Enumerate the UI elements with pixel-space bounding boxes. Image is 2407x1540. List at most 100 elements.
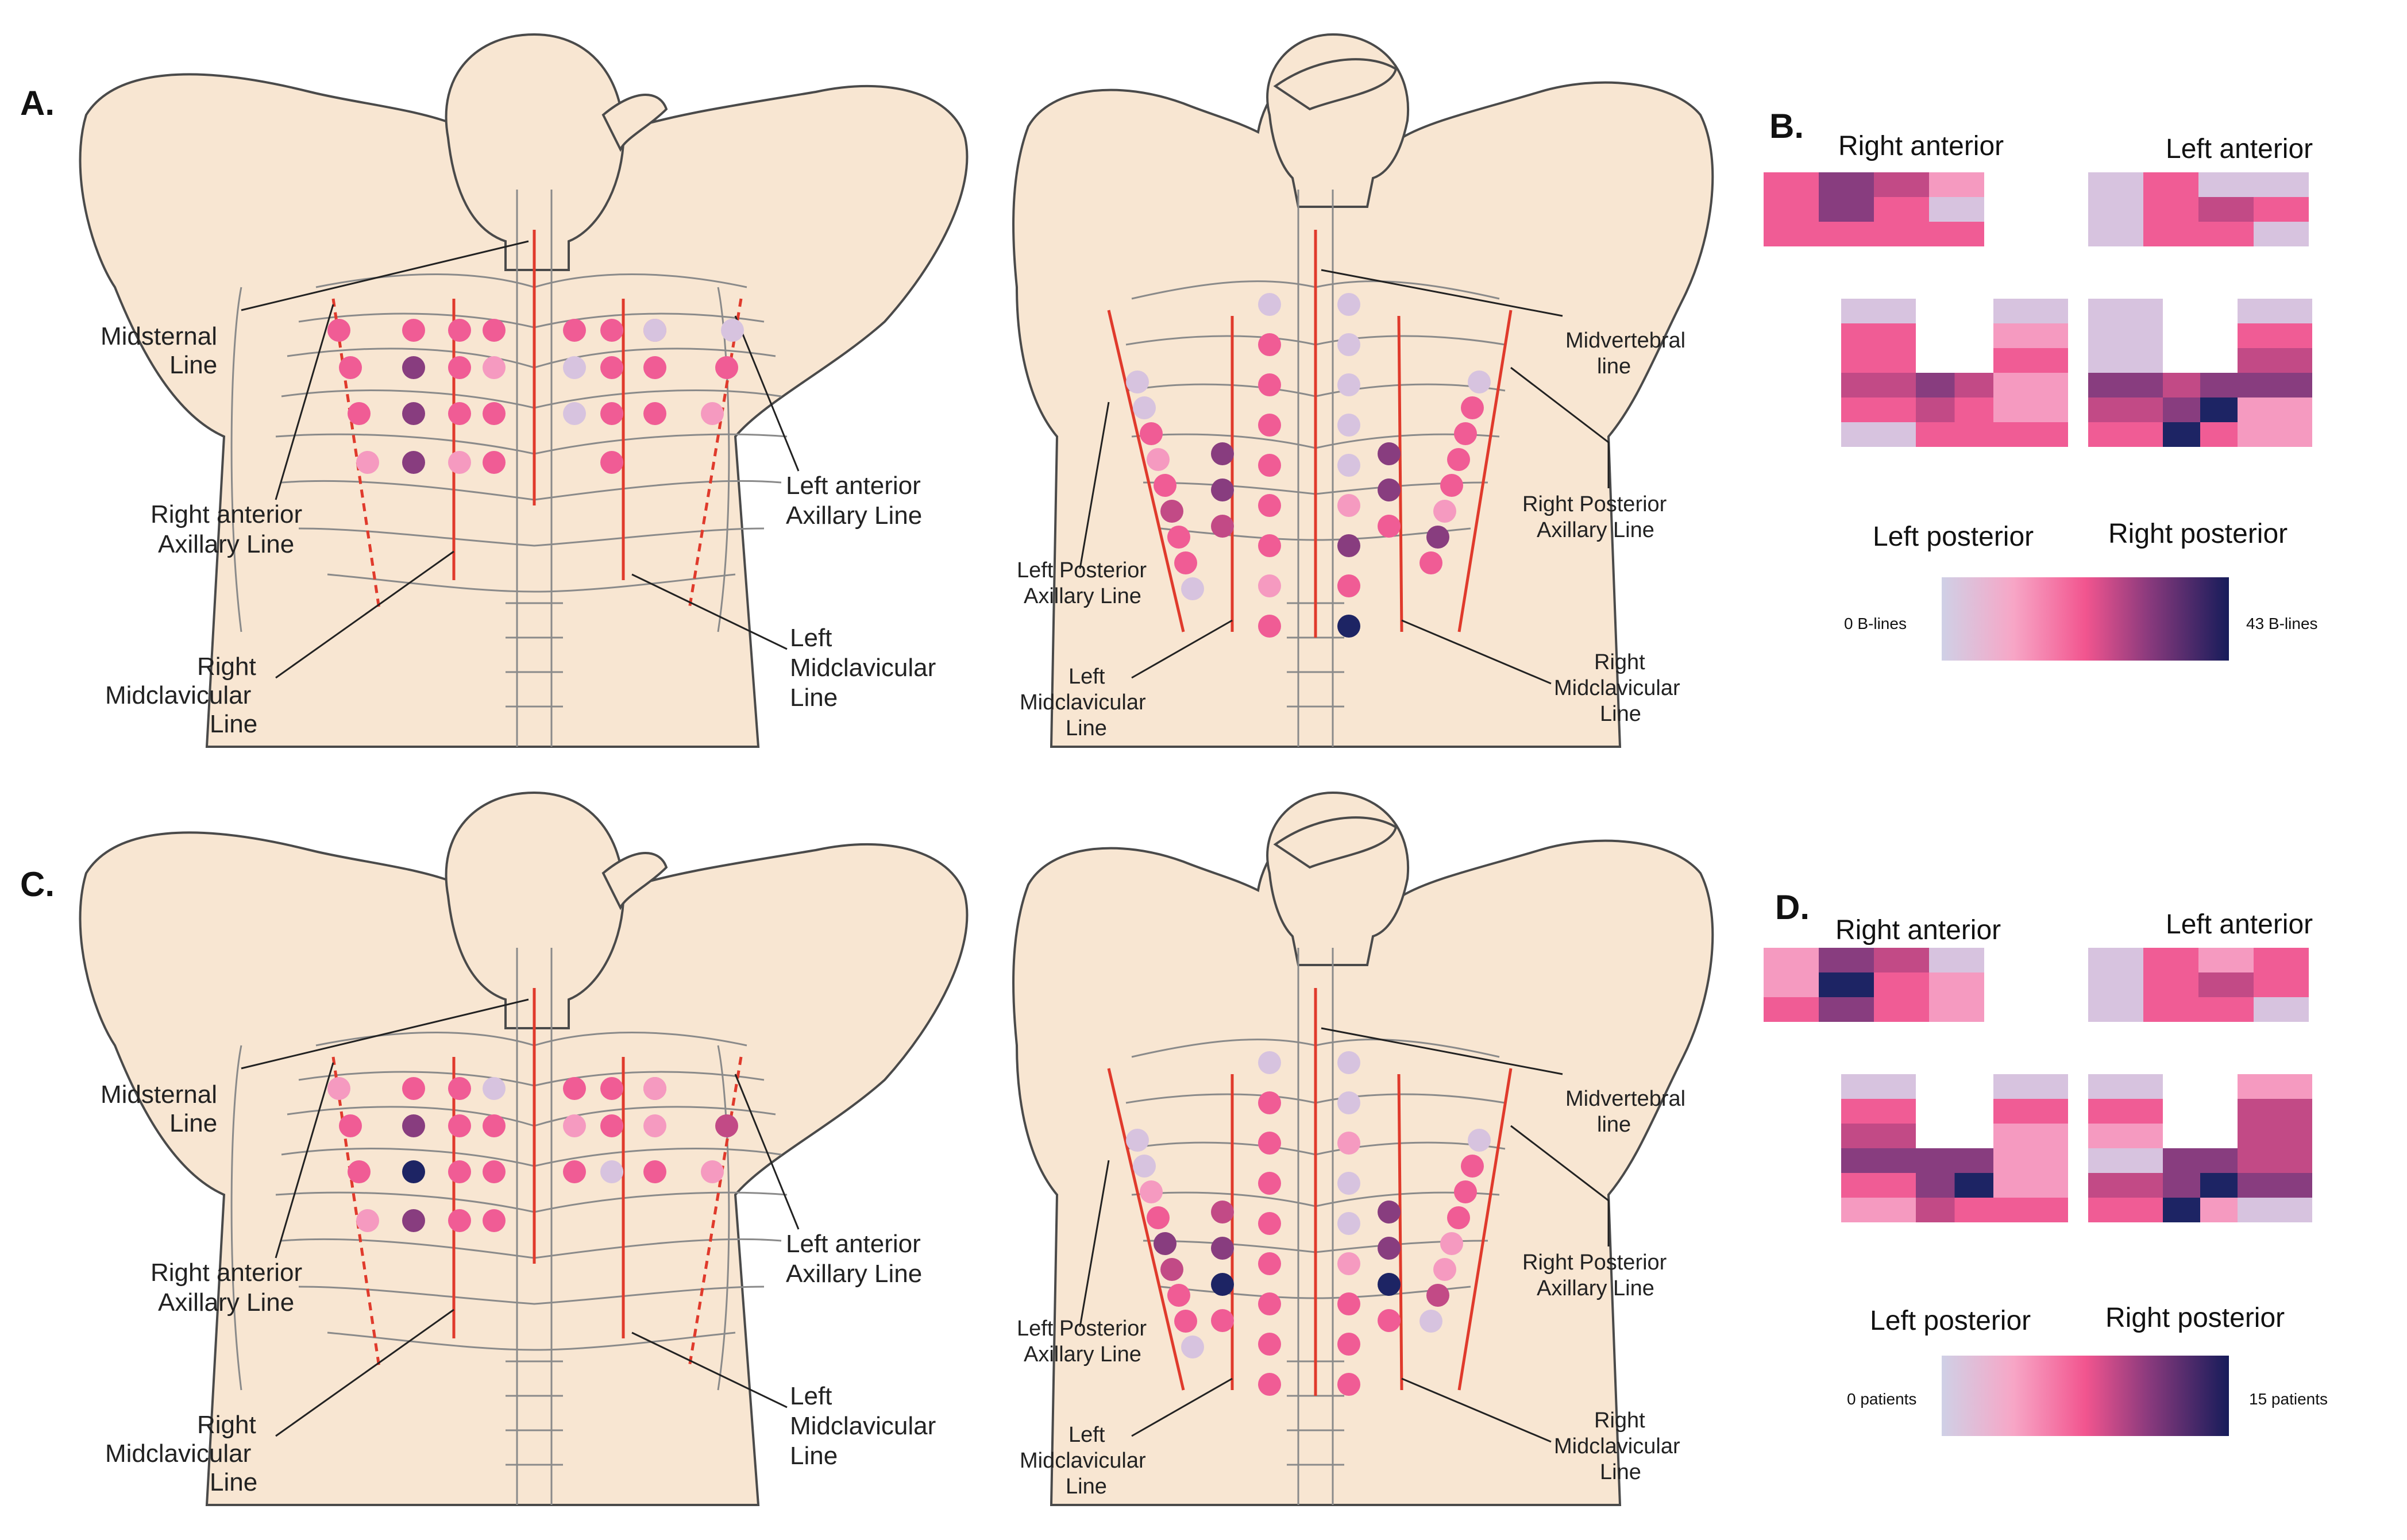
front-dot-row4-4: [600, 451, 623, 474]
hm-right-posterior-cell: [2238, 348, 2312, 373]
hm-right-anterior-cell: [1929, 197, 1984, 222]
hm-left-posterior-cell: [1841, 299, 1916, 323]
panel-d-heatmap-cells: [1764, 948, 2312, 1222]
front-dot-row1-0: [327, 1077, 350, 1100]
hm-left-anterior-cell: [2254, 972, 2309, 997]
hm-left-posterior-cell: [1916, 397, 1955, 422]
hm-right-anterior-cell: [1874, 197, 1929, 222]
hm-left-posterior-cell: [1993, 323, 2068, 348]
hm-left-posterior-cell: [1993, 1074, 2068, 1099]
front-dot-row3-3: [483, 402, 506, 425]
back-dot-spine-right-7: [1337, 1333, 1360, 1356]
back-dot-right-side-6: [1426, 526, 1449, 549]
panel-c-measurement-dots: [327, 1051, 1491, 1396]
hm-right-posterior-cell: [2088, 422, 2163, 447]
front-dot-row4-0: [356, 1209, 379, 1232]
back-dot-right-inner-2: [1378, 1273, 1401, 1296]
hm-right-anterior-cell: [1929, 222, 1984, 246]
back-dot-spine-right-7: [1337, 574, 1360, 597]
front-dot-row2-5: [600, 1114, 623, 1137]
panel-b-label: B.: [1769, 107, 1804, 145]
back-dot-spine-right-6: [1337, 1292, 1360, 1315]
back-dot-left-inner-1: [1211, 478, 1234, 501]
hm-d-left-anterior-title: Left anterior: [2166, 909, 2313, 940]
hm-left-posterior-cell: [1993, 1124, 2068, 1148]
back-dot-spine-left-1: [1258, 1091, 1281, 1114]
front-dot-row3-2: [448, 1160, 471, 1183]
back-torso-illustration: [1013, 34, 1712, 747]
front-dot-row1-2: [448, 319, 471, 342]
hm-left-posterior-cell: [1993, 1148, 2068, 1173]
back-dot-spine-left-1: [1258, 333, 1281, 356]
back-dot-left-inner-0: [1211, 442, 1234, 465]
back-dot-spine-left-6: [1258, 1292, 1281, 1315]
colorbar-b-min-label: 0 B-lines: [1844, 615, 1907, 632]
back-dot-left-side-1: [1133, 1155, 1156, 1178]
back-dot-right-side-6: [1426, 1284, 1449, 1307]
back-dot-right-side-0: [1468, 370, 1491, 393]
back-dot-left-side-1: [1133, 396, 1156, 419]
hm-right-posterior-cell: [2088, 1124, 2163, 1148]
back-dot-right-side-0: [1468, 1129, 1491, 1152]
back-dot-right-side-7: [1419, 1310, 1442, 1333]
back-dot-spine-right-0: [1337, 293, 1360, 316]
hm-left-posterior-cell: [1993, 422, 2068, 447]
back-dot-right-inner-0: [1378, 442, 1401, 465]
back-dot-spine-right-3: [1337, 414, 1360, 437]
front-dot-row2-0: [339, 1114, 362, 1137]
hm-right-posterior-cell: [2088, 299, 2163, 323]
back-dot-spine-left-5: [1258, 494, 1281, 517]
hm-b-right-posterior-title: Right posterior: [2108, 519, 2288, 549]
front-dot-row4-2: [448, 1209, 471, 1232]
hm-left-anterior-cell: [2254, 997, 2309, 1022]
back-torso-illustration: [1013, 793, 1712, 1505]
front-dot-row3-4: [563, 1160, 586, 1183]
hm-left-posterior-cell: [1993, 299, 2068, 323]
back-dot-left-side-5: [1160, 1258, 1183, 1281]
hm-left-anterior-cell: [2143, 972, 2198, 997]
hm-left-anterior-cell: [2143, 997, 2198, 1022]
hm-left-posterior-cell: [1916, 373, 1955, 397]
hm-left-anterior-cell: [2088, 222, 2143, 246]
hm-right-anterior-cell: [1874, 997, 1929, 1022]
hm-left-anterior-cell: [2088, 948, 2143, 972]
hm-right-posterior-cell: [2200, 1198, 2238, 1222]
back-dot-left-side-2: [1140, 1180, 1163, 1203]
front-torso-illustration: [80, 793, 967, 1505]
hm-left-posterior-cell: [1993, 397, 2068, 422]
hm-right-posterior-cell: [2088, 1173, 2163, 1198]
hm-left-anterior-cell: [2088, 997, 2143, 1022]
front-dot-row3-3: [483, 1160, 506, 1183]
back-dot-left-side-7: [1174, 1310, 1197, 1333]
hm-d-right-anterior-title: Right anterior: [1835, 915, 2001, 945]
back-dot-right-side-5: [1433, 1258, 1456, 1281]
hm-left-anterior-cell: [2088, 197, 2143, 222]
hm-right-posterior-cell: [2088, 1074, 2163, 1099]
back-dot-spine-left-3: [1258, 1172, 1281, 1195]
front-dot-row2-0: [339, 356, 362, 379]
hm-right-posterior-cell: [2163, 1173, 2200, 1198]
hm-right-posterior-cell: [2238, 1173, 2312, 1198]
hm-left-posterior-cell: [1993, 1099, 2068, 1124]
hm-right-posterior-cell: [2238, 397, 2312, 422]
front-torso-illustration: [80, 34, 967, 747]
back-dot-left-side-2: [1140, 422, 1163, 445]
hm-left-anterior-cell: [2143, 222, 2198, 246]
front-dot-row2-7: [715, 1114, 738, 1137]
hm-left-anterior-cell: [2198, 972, 2254, 997]
front-dot-row2-6: [643, 356, 666, 379]
colorbar-d-min-label: 0 patients: [1847, 1390, 1916, 1408]
back-dot-left-inner-1: [1211, 1237, 1234, 1260]
hm-right-posterior-cell: [2163, 397, 2200, 422]
front-dot-row3-4: [563, 402, 586, 425]
back-dot-right-inner-0: [1378, 1201, 1401, 1223]
hm-left-posterior-cell: [1954, 397, 1993, 422]
hm-right-anterior-cell: [1819, 948, 1874, 972]
hm-right-posterior-cell: [2238, 323, 2312, 348]
hm-right-posterior-cell: [2200, 1148, 2238, 1173]
hm-left-posterior-cell: [1954, 1148, 1993, 1173]
front-dot-row3-7: [701, 402, 724, 425]
